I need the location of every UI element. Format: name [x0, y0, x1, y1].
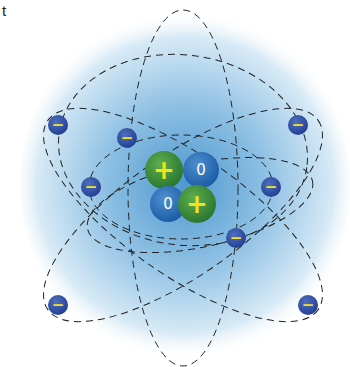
electron-sign: −: [302, 298, 315, 313]
cropped-text: t: [2, 2, 6, 19]
electron-sign: −: [52, 118, 65, 133]
electron-sign: −: [230, 231, 243, 246]
orbit-paths: [13, 10, 350, 366]
proton: +: [145, 151, 183, 189]
neutron-sign: 0: [196, 163, 206, 178]
proton: +: [178, 185, 216, 223]
electron: −: [298, 295, 318, 315]
electron-sign: −: [265, 180, 278, 195]
electron-sign: −: [85, 180, 98, 195]
proton-sign: +: [153, 157, 175, 183]
electron: −: [48, 115, 68, 135]
electron-sign: −: [121, 131, 134, 146]
electron-cloud: [20, 5, 350, 365]
electron-sign: −: [52, 298, 65, 313]
electron: −: [226, 228, 246, 248]
electron: −: [81, 177, 101, 197]
electron: −: [117, 128, 137, 148]
neutron: 0: [183, 152, 219, 188]
proton-sign: +: [186, 191, 208, 217]
electron: −: [48, 295, 68, 315]
electron-sign: −: [292, 118, 305, 133]
electron: −: [288, 115, 308, 135]
neutron-sign: 0: [163, 197, 173, 212]
electron: −: [261, 177, 281, 197]
